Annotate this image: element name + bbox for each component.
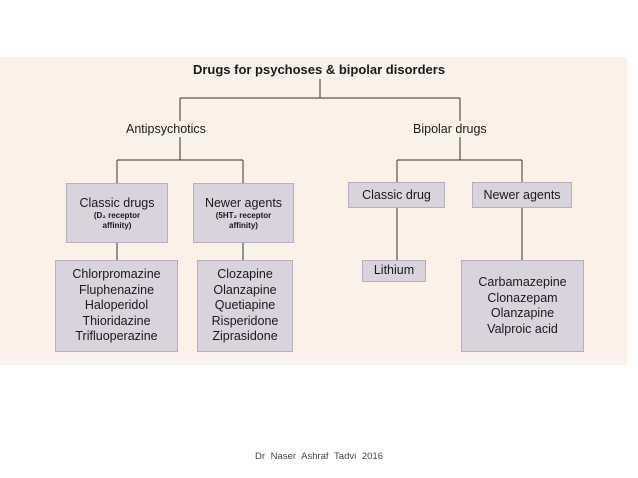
footer-credit: Dr Naser Ashraf Tadvi 2016 — [255, 451, 383, 462]
list-bipolar-classic: Lithium — [362, 260, 426, 282]
box-detail-line2: affinity) — [229, 220, 258, 230]
category-antipsychotics: Antipsychotics — [126, 122, 206, 136]
box-detail-line2: affinity) — [102, 220, 132, 230]
list-item: Clozapine — [217, 267, 273, 282]
box-label: Classic drugs — [79, 195, 155, 210]
list-antipsychotics-classic: Chlorpromazine Fluphenazine Haloperidol … — [55, 260, 178, 352]
list-item: Ziprasidone — [212, 329, 278, 344]
list-item: Thioridazine — [82, 313, 151, 328]
box-label: Classic drug — [362, 187, 431, 202]
list-item: Haloperidol — [84, 298, 149, 313]
box-antipsychotics-classic: Classic drugs (D₂ receptor affinity) — [66, 183, 168, 243]
list-item: Quetiapine — [214, 298, 276, 313]
box-antipsychotics-newer: Newer agents (5HT₂ receptor affinity) — [193, 183, 294, 243]
list-antipsychotics-newer: Clozapine Olanzapine Quetiapine Risperid… — [197, 260, 293, 352]
list-item: Fluphenazine — [78, 282, 155, 297]
box-label: Newer agents — [483, 187, 561, 202]
box-label: Newer agents — [204, 195, 283, 210]
category-bipolar-drugs: Bipolar drugs — [413, 122, 487, 136]
box-detail-line1: (5HT₂ receptor — [215, 210, 272, 220]
list-item: Carbamazepine — [478, 275, 567, 289]
box-bipolar-newer: Newer agents — [472, 182, 572, 208]
list-item: Valproic acid — [487, 321, 558, 336]
box-bipolar-classic: Classic drug — [348, 182, 445, 208]
list-item: Olanzapine — [490, 306, 555, 320]
diagram-title: Drugs for psychoses & bipolar disorders — [192, 62, 446, 77]
list-item: Clonazepam — [487, 290, 558, 305]
list-item: Chlorpromazine — [72, 267, 161, 282]
list-item: Lithium — [373, 263, 415, 278]
list-bipolar-newer: Carbamazepine Clonazepam Olanzapine Valp… — [461, 260, 584, 352]
list-item: Risperidone — [211, 313, 279, 328]
box-detail-line1: (D₂ receptor — [93, 210, 141, 220]
list-item: Olanzapine — [213, 282, 277, 297]
list-item: Trifluoperazine — [75, 329, 158, 344]
